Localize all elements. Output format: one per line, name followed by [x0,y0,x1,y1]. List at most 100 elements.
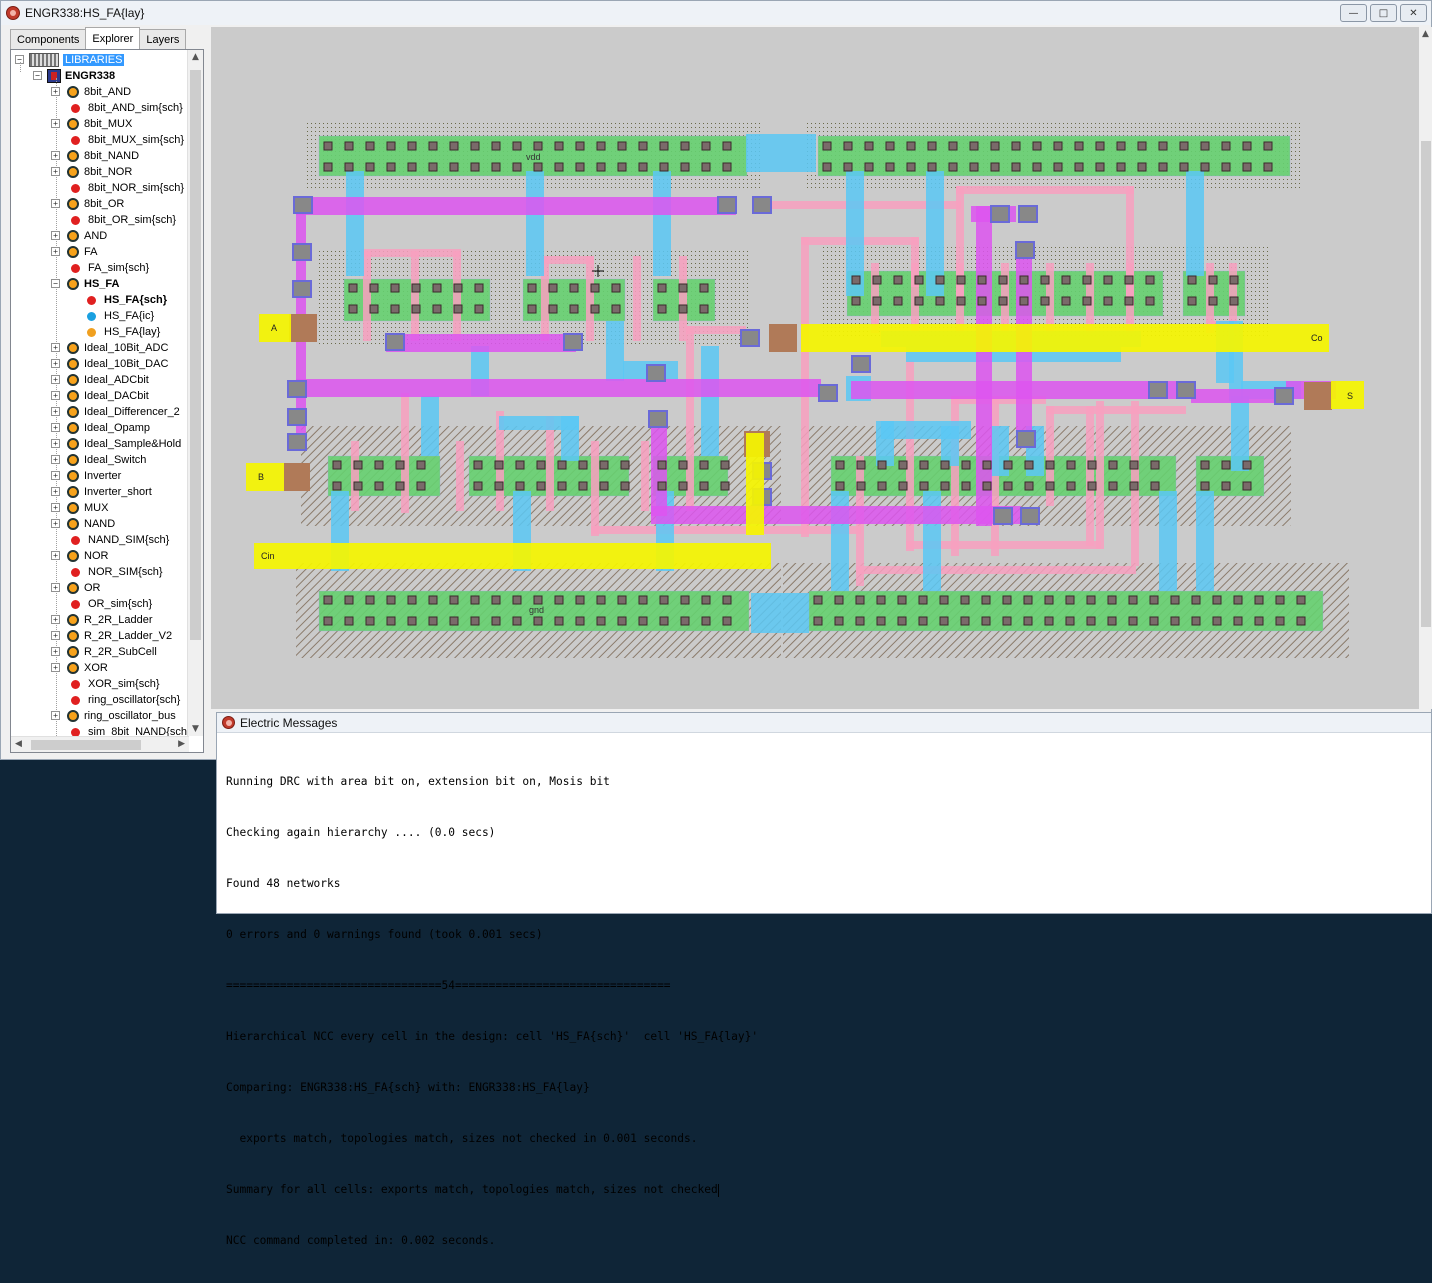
schematic-icon [71,727,80,736]
expand-icon[interactable]: + [51,391,60,400]
messages-log[interactable]: Running DRC with area bit on, extension … [217,733,1431,1283]
expand-icon[interactable]: + [51,375,60,384]
expand-icon[interactable]: + [51,471,60,480]
tab-explorer[interactable]: Explorer [85,27,141,49]
tree-cell-item[interactable]: 8bit_MUX_sim{sch} [51,132,184,148]
tree-cell-item[interactable]: ring_oscillator{sch} [51,692,180,708]
expand-icon[interactable]: + [51,231,60,240]
tree-cell-item[interactable]: +8bit_NOR [51,164,132,180]
expand-icon[interactable]: + [51,343,60,352]
tree-cell-item[interactable]: +Ideal_Opamp [51,420,150,436]
tree-cell-item[interactable]: 8bit_AND_sim{sch} [51,100,183,116]
maximize-button[interactable]: □ [1370,4,1397,22]
tree-cell-item[interactable]: +8bit_AND [51,84,131,100]
tree-horizontal-scrollbar[interactable]: ◀ ▶ [11,736,189,752]
expand-icon[interactable]: + [51,167,60,176]
tree-label: HS_FA [84,278,120,290]
tree-cell-item[interactable]: +Ideal_10Bit_DAC [51,356,168,372]
diffusion-contact [1296,616,1306,626]
tree-cell-item[interactable]: +Ideal_ADCbit [51,372,149,388]
tree-cell-item[interactable]: NAND_SIM{sch} [51,532,169,548]
tree-cell-item[interactable]: +ring_oscillator_bus [51,708,176,724]
tree-cell-item[interactable]: +8bit_NAND [51,148,139,164]
minimize-button[interactable]: — [1340,4,1367,22]
tree-cell-item[interactable]: +Ideal_Differencer_2 [51,404,180,420]
tree-cell-item[interactable]: +Ideal_10Bit_ADC [51,340,168,356]
tree-view-item[interactable]: HS_FA{ic} [85,308,154,324]
expand-icon[interactable]: + [51,359,60,368]
tree-horizontal-thumb[interactable] [31,740,141,750]
tree-cell-item[interactable]: +AND [51,228,107,244]
expand-icon[interactable]: + [51,119,60,128]
expand-icon[interactable]: + [51,455,60,464]
tab-components[interactable]: Components [10,29,87,49]
collapse-icon[interactable]: − [51,279,60,288]
tree-cell-item[interactable]: +R_2R_Ladder [51,612,153,628]
expand-icon[interactable]: + [51,439,60,448]
tree-cell-item[interactable]: +NOR [51,548,108,564]
expand-icon[interactable]: + [51,519,60,528]
expand-icon[interactable]: + [51,711,60,720]
tree-cell-item[interactable]: XOR_sim{sch} [51,676,160,692]
tree-cell-item[interactable]: +8bit_MUX [51,116,132,132]
tree-cell-item[interactable]: FA_sim{sch} [51,260,149,276]
tree-cell-item[interactable]: 8bit_NOR_sim{sch} [51,180,184,196]
tree-cell-item[interactable]: +Inverter_short [51,484,152,500]
tree-cell-item[interactable]: +R_2R_SubCell [51,644,157,660]
tree-cell-item[interactable]: +Ideal_Switch [51,452,146,468]
expand-icon[interactable]: + [51,631,60,640]
diffusion-contact [369,283,379,293]
scroll-left-icon[interactable]: ◀ [15,739,22,749]
tree-view-item[interactable]: HS_FA{sch} [85,292,167,308]
expand-icon[interactable]: + [51,487,60,496]
close-button[interactable]: ✕ [1400,4,1427,22]
tree-cell-item[interactable]: +8bit_OR [51,196,124,212]
expand-icon[interactable]: + [51,647,60,656]
expand-icon[interactable]: + [51,583,60,592]
tree-cell-item[interactable]: 8bit_OR_sim{sch} [51,212,176,228]
tree-cell-item[interactable]: +Inverter [51,468,121,484]
tree-view-item[interactable]: HS_FA{lay} [85,324,160,340]
tree-library[interactable]: −ENGR338 [33,68,115,84]
expand-icon[interactable]: + [51,615,60,624]
tree-cell-item[interactable]: +Ideal_DACbit [51,388,149,404]
expand-icon[interactable]: + [51,407,60,416]
tree-cell-item[interactable]: +OR [51,580,101,596]
tree-cell-item[interactable]: +R_2R_Ladder_V2 [51,628,172,644]
scroll-down-icon[interactable]: ▼ [192,724,199,734]
tree-cell-item[interactable]: +MUX [51,500,108,516]
expand-icon[interactable]: + [51,151,60,160]
tree-cell-item[interactable]: − HS_FA [51,276,119,292]
expand-icon[interactable]: + [51,423,60,432]
scroll-right-icon[interactable]: ▶ [178,739,185,749]
tree-cell-item[interactable]: NOR_SIM{sch} [51,564,163,580]
collapse-icon[interactable]: − [33,71,42,80]
expand-icon[interactable]: + [51,199,60,208]
canvas-scroll-up-icon[interactable]: ▲ [1422,29,1429,39]
tree-vertical-thumb[interactable] [190,70,201,640]
diffusion-contact [470,162,480,172]
expand-icon[interactable]: + [51,247,60,256]
canvas-vertical-scrollbar[interactable]: ▲ [1419,27,1432,709]
scroll-up-icon[interactable]: ▲ [192,52,199,62]
diffusion-contact [680,616,690,626]
collapse-icon[interactable]: − [15,55,24,64]
tree-cell-item[interactable]: +XOR [51,660,108,676]
tree-vertical-scrollbar[interactable]: ▲ ▼ [187,50,203,736]
tree-cell-item[interactable]: OR_sim{sch} [51,596,152,612]
expand-icon[interactable]: + [51,663,60,672]
cell-icon [67,646,79,658]
tree-cell-item[interactable]: +NAND [51,516,115,532]
tab-layers[interactable]: Layers [139,29,187,49]
tree-root[interactable]: −LIBRARIES [15,52,125,68]
tree-cell-item[interactable]: +Ideal_Sample&Hold [51,436,181,452]
expand-icon[interactable]: + [51,551,60,560]
tree-cell-item[interactable]: +FA [51,244,97,260]
expand-icon[interactable]: + [51,87,60,96]
expand-icon[interactable]: + [51,503,60,512]
canvas-vertical-thumb[interactable] [1421,141,1431,627]
tree-cell-item[interactable]: sim_8bit_NAND{sch} [51,724,187,736]
